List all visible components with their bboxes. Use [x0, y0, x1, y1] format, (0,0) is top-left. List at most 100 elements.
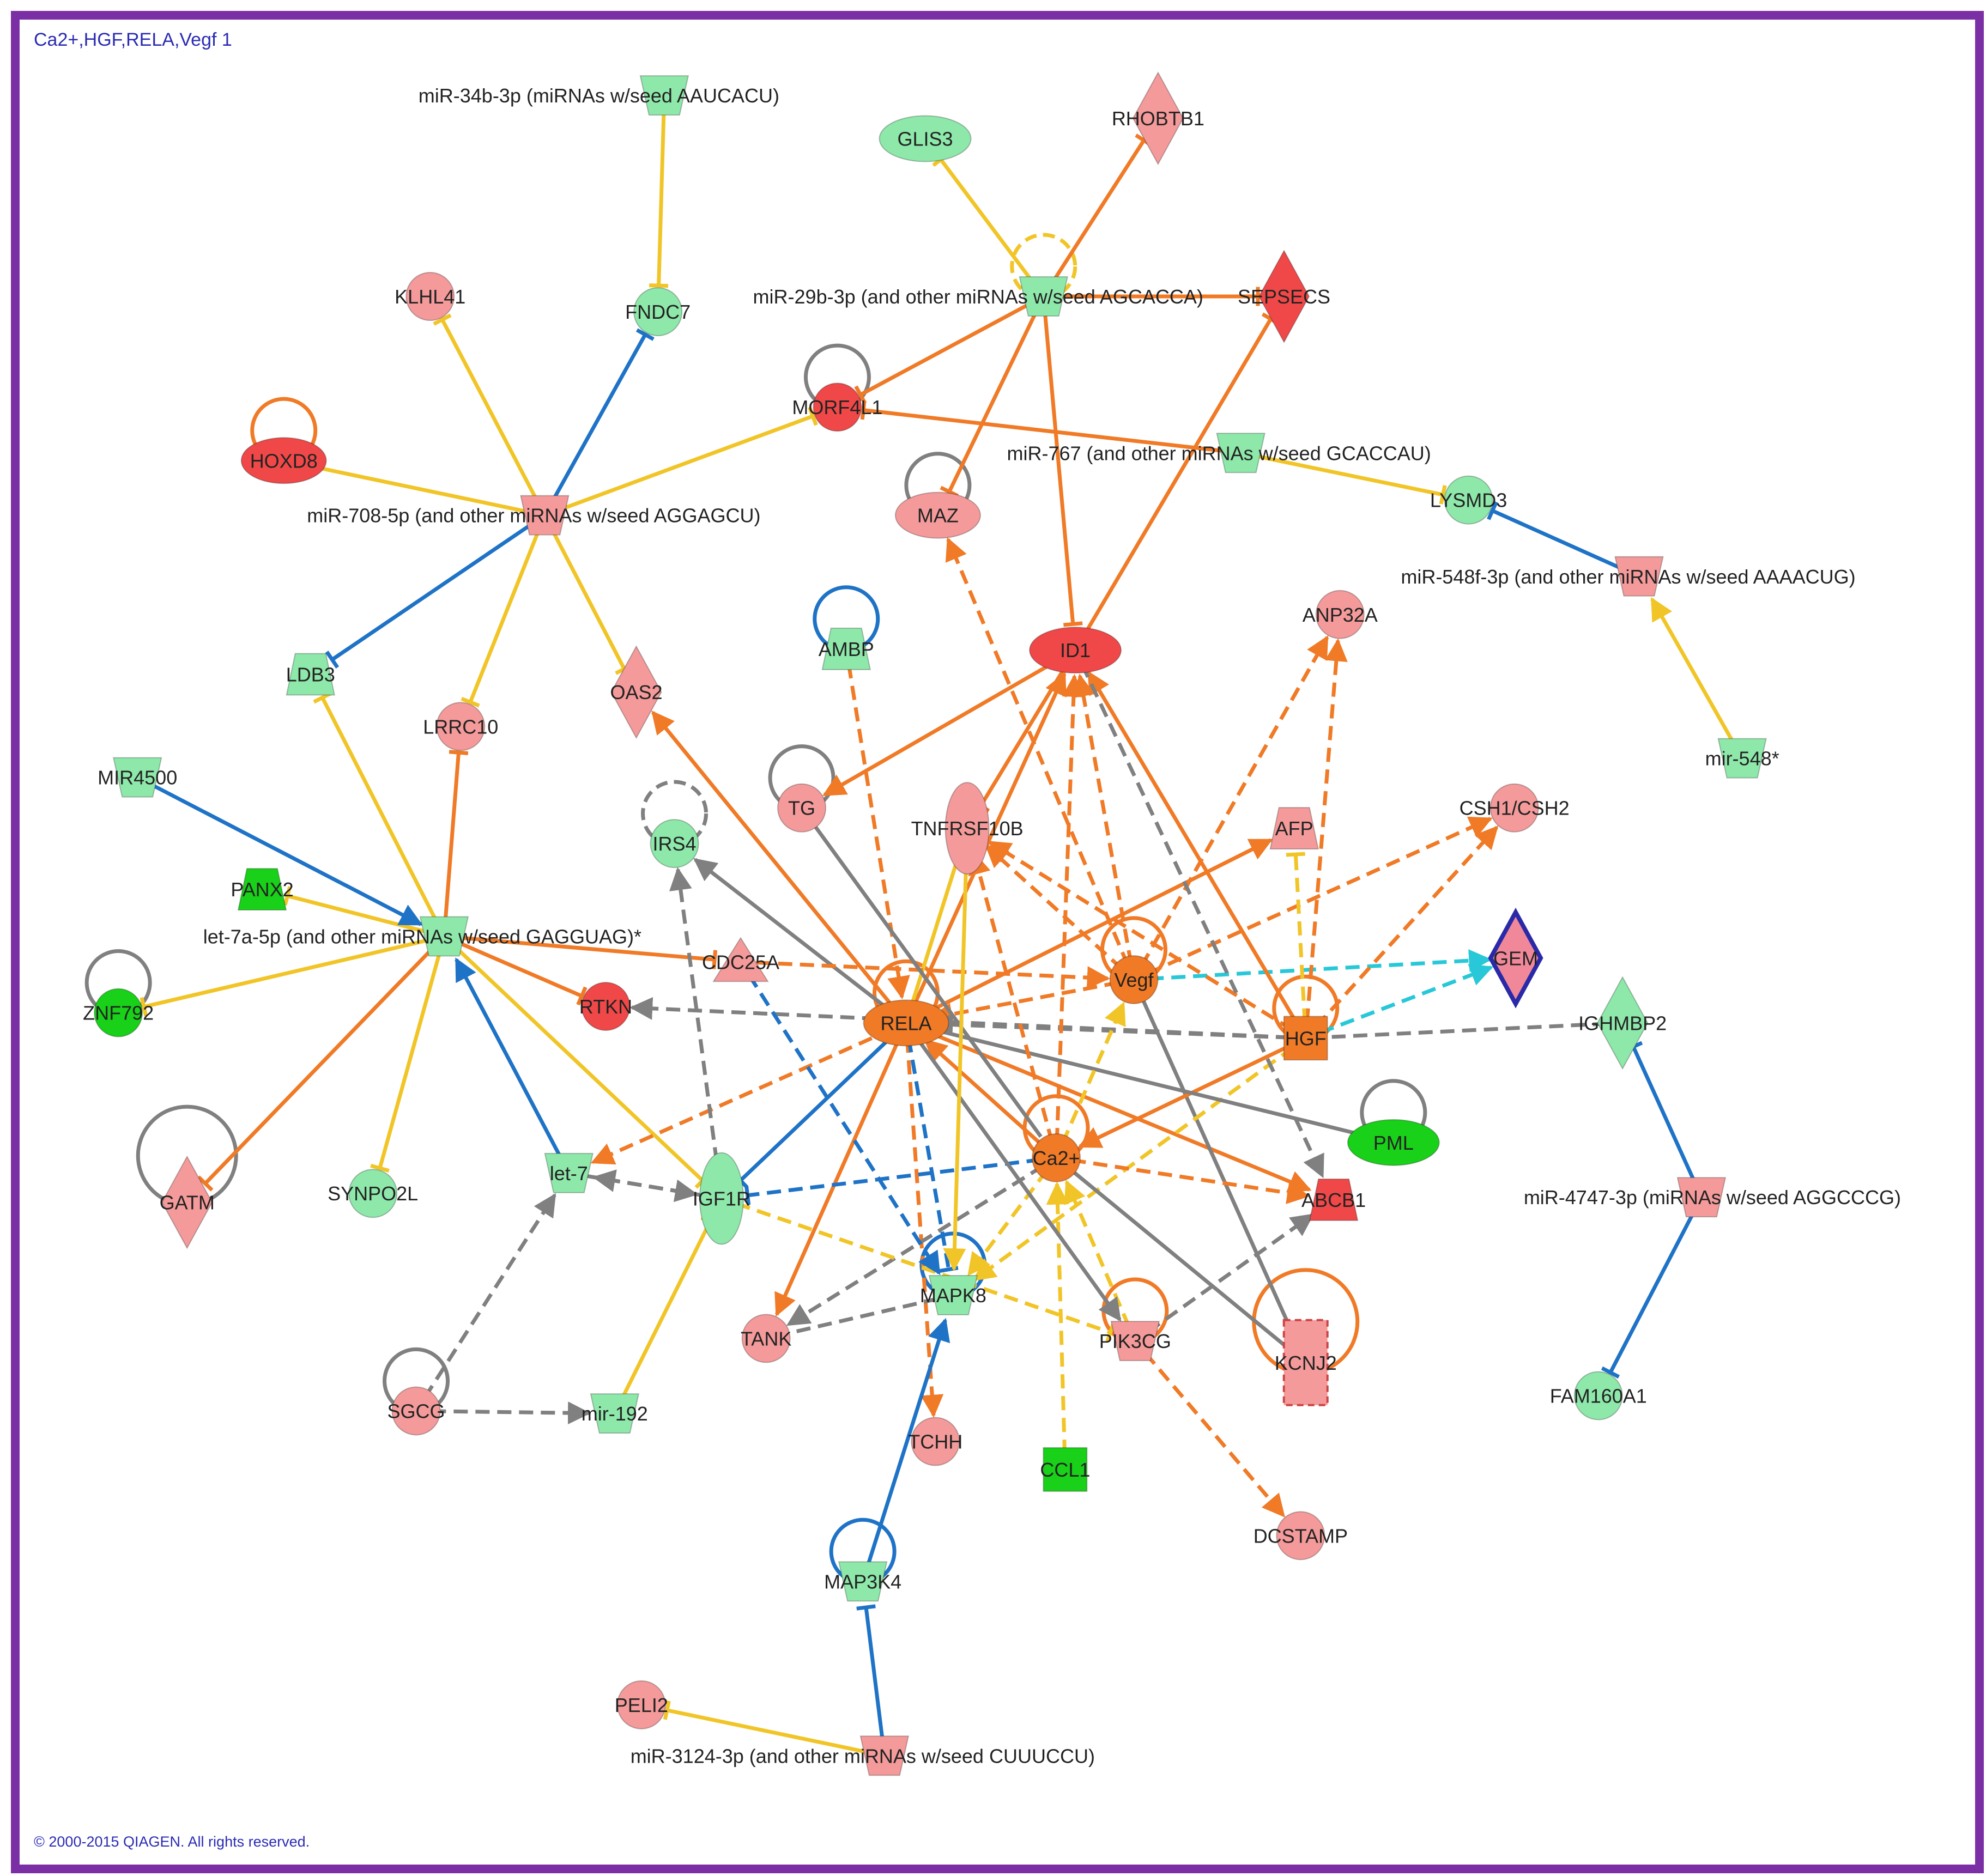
node-mir4747[interactable]: miR-4747-3p (miRNAs w/seed AGGCCCG) — [1524, 1177, 1901, 1218]
edge-mir708-oas2 — [550, 528, 634, 675]
node-tchh[interactable]: TCHH — [908, 1417, 962, 1466]
node-abcb1[interactable]: ABCB1 — [1301, 1178, 1366, 1221]
node-znf792[interactable]: ZNF792 — [83, 988, 154, 1037]
node-anp32a[interactable]: ANP32A — [1303, 590, 1378, 639]
edge-id1-abcb1 — [1080, 663, 1324, 1179]
node-hoxd8[interactable]: HOXD8 — [240, 437, 327, 484]
node-fndc7[interactable]: FNDC7 — [625, 287, 691, 337]
edge-pml-rela — [927, 1019, 1379, 1141]
node-ca2[interactable]: Ca2+ — [1032, 1133, 1081, 1182]
node-sgcg[interactable]: SGCG — [387, 1386, 445, 1436]
node-klhl41[interactable]: KLHL41 — [395, 272, 465, 321]
node-maz[interactable]: MAZ — [894, 491, 981, 539]
edge-mir4500-let7a — [150, 782, 423, 926]
node-ccl1[interactable]: CCL1 — [1040, 1447, 1090, 1492]
node-gatm[interactable]: GATM — [160, 1155, 215, 1249]
node-label-abcb1: ABCB1 — [1301, 1189, 1366, 1211]
node-label-peli2: PELI2 — [615, 1694, 668, 1716]
node-rhobtb1[interactable]: RHOBTB1 — [1112, 71, 1204, 166]
node-ambp[interactable]: AMBP — [819, 627, 874, 670]
node-morf4l1[interactable]: MORF4L1 — [792, 383, 882, 432]
node-shape-gem — [1488, 907, 1543, 1009]
node-shape-mir29b — [1019, 276, 1068, 317]
node-hgf[interactable]: HGF — [1283, 1016, 1328, 1061]
node-label-ambp: AMBP — [819, 638, 874, 660]
node-mir3124[interactable]: miR-3124-3p (and other miRNAs w/seed CUU… — [631, 1735, 1095, 1776]
node-shape-mir3124 — [859, 1735, 910, 1776]
node-csh[interactable]: CSH1/CSH2 — [1460, 783, 1570, 833]
node-shape-rtkn — [581, 981, 631, 1031]
node-synpo2l[interactable]: SYNPO2L — [328, 1169, 418, 1218]
node-shape-rela — [863, 999, 949, 1047]
node-mir192[interactable]: mir-192 — [582, 1393, 648, 1434]
node-label-kcnj2: KCNJ2 — [1275, 1352, 1337, 1374]
node-kcnj2[interactable]: KCNJ2 — [1275, 1319, 1337, 1406]
node-mapk8[interactable]: MAPK8 — [920, 1275, 986, 1316]
edge-rela-irs4 — [693, 858, 895, 1015]
edge-rela-tchh — [905, 1038, 944, 1418]
node-panx2[interactable]: PANX2 — [231, 868, 294, 911]
node-ighmbp2[interactable]: IGHMBP2 — [1578, 976, 1667, 1070]
node-shape-pik3cg — [1110, 1321, 1160, 1362]
node-label-fndc7: FNDC7 — [625, 301, 691, 323]
node-tnfrsf10b[interactable]: TNFRSF10B — [911, 782, 1024, 875]
node-label-klhl41: KLHL41 — [395, 286, 465, 308]
node-dcstamp[interactable]: DCSTAMP — [1254, 1511, 1348, 1561]
edge-map3k4-mapk8 — [865, 1318, 950, 1567]
node-ldb3[interactable]: LDB3 — [286, 653, 335, 696]
edge-mir3124-peli2 — [663, 1700, 870, 1754]
node-shape-mir34b — [639, 75, 689, 116]
node-shape-id1 — [1029, 627, 1122, 674]
node-oas2[interactable]: OAS2 — [610, 645, 663, 739]
node-afp[interactable]: AFP — [1269, 807, 1319, 850]
node-shape-ca2 — [1032, 1133, 1081, 1182]
node-lysmd3[interactable]: LYSMD3 — [1430, 475, 1507, 525]
node-cdc25a[interactable]: CDC25A — [702, 937, 779, 982]
node-shape-anp32a — [1315, 590, 1365, 639]
node-let7a[interactable]: let-7a-5p (and other miRNAs w/seed GAGGU… — [203, 916, 641, 957]
edge-hgf-tnfrsf10b — [987, 840, 1294, 1032]
edge-ca2-rela — [924, 1039, 1046, 1149]
node-let7[interactable]: let-7 — [544, 1152, 594, 1193]
node-gem[interactable]: GEM — [1488, 907, 1543, 1009]
node-shape-map3k4 — [838, 1561, 888, 1602]
node-rela[interactable]: RELA — [863, 999, 949, 1047]
node-pik3cg[interactable]: PIK3CG — [1099, 1321, 1171, 1362]
node-mir29b[interactable]: miR-29b-3p (and other miRNAs w/seed AGCA… — [753, 276, 1203, 317]
node-tank[interactable]: TANK — [741, 1314, 791, 1363]
node-glis3[interactable]: GLIS3 — [879, 115, 972, 162]
node-mir4500[interactable]: MIR4500 — [98, 757, 177, 798]
node-shape-ccl1 — [1043, 1447, 1088, 1492]
node-mir34b[interactable]: miR-34b-3p (miRNAs w/seed AAUCACU) — [419, 75, 779, 116]
node-mir548f[interactable]: miR-548f-3p (and other miRNAs w/seed AAA… — [1401, 556, 1856, 597]
edge-vegf-csh — [1147, 816, 1493, 975]
edge-let7a-lrrc10 — [443, 750, 469, 921]
node-lrrc10[interactable]: LRRC10 — [423, 702, 498, 751]
edge-let7a-ldb3 — [313, 691, 439, 924]
node-rtkn[interactable]: RTKN — [579, 981, 632, 1031]
edge-let7a-znf792 — [140, 938, 429, 1017]
node-layer: miR-34b-3p (miRNAs w/seed AAUCACU)GLIS3R… — [83, 71, 1901, 1776]
node-label-lrrc10: LRRC10 — [423, 715, 498, 738]
node-shape-synpo2l — [348, 1169, 398, 1218]
node-mir548[interactable]: mir-548* — [1705, 738, 1779, 779]
node-shape-mir4747 — [1676, 1177, 1727, 1218]
node-tg[interactable]: TG — [777, 783, 827, 833]
node-igf1r[interactable]: IGF1R — [693, 1152, 750, 1245]
node-label-cdc25a: CDC25A — [702, 951, 779, 973]
node-map3k4[interactable]: MAP3K4 — [824, 1561, 901, 1602]
node-mir767[interactable]: miR-767 (and other miRNAs w/seed GCACCAU… — [1007, 433, 1431, 473]
node-pml[interactable]: PML — [1347, 1119, 1440, 1166]
edge-mir767-morf4l1 — [860, 400, 1226, 453]
node-mir708[interactable]: miR-708-5p (and other miRNAs w/seed AGGA… — [307, 495, 761, 536]
edge-ca2-igf1r — [744, 1157, 1041, 1205]
node-peli2[interactable]: PELI2 — [615, 1680, 668, 1729]
node-sepsecs[interactable]: SEPSECS — [1238, 249, 1330, 344]
node-fam160a1[interactable]: FAM160A1 — [1550, 1371, 1647, 1420]
node-id1[interactable]: ID1 — [1029, 627, 1122, 674]
node-vegf[interactable]: Vegf — [1109, 955, 1159, 1004]
edge-rela-mapk8 — [906, 1038, 959, 1273]
node-shape-dcstamp — [1276, 1511, 1325, 1561]
node-irs4[interactable]: IRS4 — [650, 819, 699, 869]
edge-mir29b-rhobtb1 — [1050, 133, 1153, 284]
